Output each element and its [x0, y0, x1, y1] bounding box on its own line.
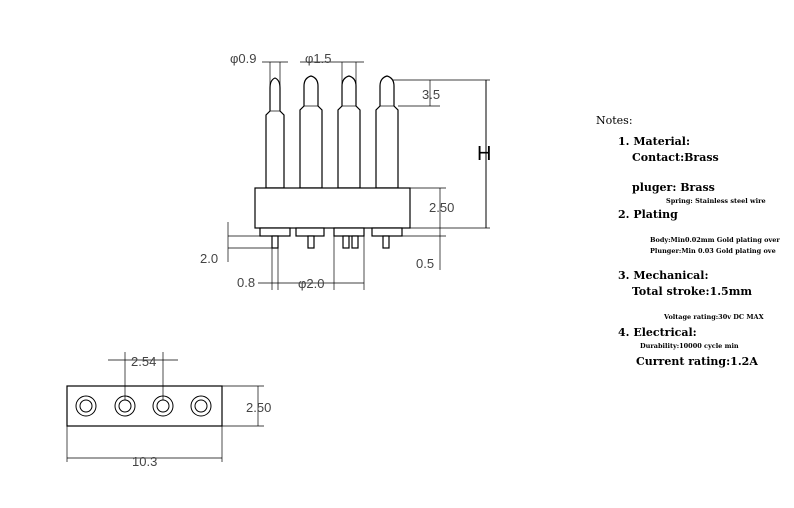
durability: Durability:10000 cycle min: [640, 342, 739, 350]
top-view: 2.54 2.50 10.3: [66, 352, 271, 469]
dim-plunger-diameter-label: φ1.5: [305, 51, 332, 66]
plunger-plating: Plunger:Min 0.03 Gold plating ove: [650, 247, 776, 255]
dim-top-length: 10.3: [66, 426, 223, 469]
dim-body-height-label: 2.50: [429, 200, 454, 215]
body-plating: Body:Min0.02mm Gold plating over: [650, 236, 780, 244]
dim-top-length-label: 10.3: [132, 454, 157, 469]
dim-pitch: 2.54: [108, 352, 178, 400]
dim-tip-diameter: φ0.9: [230, 51, 288, 88]
pin-3: [337, 75, 361, 189]
top-view-body: [66, 385, 223, 427]
dim-pitch-label: 2.54: [131, 354, 156, 369]
dim-offset: 0.5: [402, 228, 446, 271]
spring-material: Spring: Stainless steel wire: [666, 197, 766, 205]
notes-title: Notes:: [596, 114, 633, 127]
insulator-body: [254, 187, 411, 229]
pin-1: [265, 77, 285, 189]
contact-material: Contact:Brass: [632, 151, 719, 164]
dim-top-width: 2.50: [222, 385, 271, 427]
current-rating: Current rating:1.2A: [636, 355, 758, 368]
plating-heading: 2. Plating: [618, 208, 678, 221]
pluger-material: pluger: Brass: [632, 181, 715, 194]
electrical-heading: 4. Electrical:: [618, 326, 697, 339]
dim-offset-label: 0.5: [416, 256, 434, 271]
dim-tail-length: 2.0: [200, 222, 272, 266]
total-stroke: Total stroke:1.5mm: [632, 285, 752, 298]
material-heading: 1. Material:: [618, 135, 691, 148]
tails: [259, 227, 403, 249]
dim-tail-diameter-label: φ2.0: [298, 276, 325, 291]
pin-2: [299, 75, 323, 189]
dim-tip-length: 3.5: [392, 79, 490, 107]
front-view: φ0.9 φ1.5 3.5 H 2.50: [200, 51, 491, 291]
dim-height-label: H: [477, 143, 491, 165]
dim-tail-width: 0.8: [237, 248, 290, 290]
dim-tail-length-label: 2.0: [200, 251, 218, 266]
dim-plunger-diameter: φ1.5: [300, 51, 364, 86]
dim-height: H: [410, 80, 491, 229]
dim-tip-length-label: 3.5: [422, 87, 440, 102]
dim-tail-diameter: φ2.0: [290, 236, 365, 291]
dim-body-height: 2.50: [410, 187, 454, 228]
pin-4: [375, 75, 399, 189]
mechanical-heading: 3. Mechanical:: [618, 269, 709, 282]
dim-top-width-label: 2.50: [246, 400, 271, 415]
dim-tail-width-label: 0.8: [237, 275, 255, 290]
dim-tip-diameter-label: φ0.9: [230, 51, 257, 66]
voltage-rating: Voltage rating:30v DC MAX: [664, 313, 764, 321]
